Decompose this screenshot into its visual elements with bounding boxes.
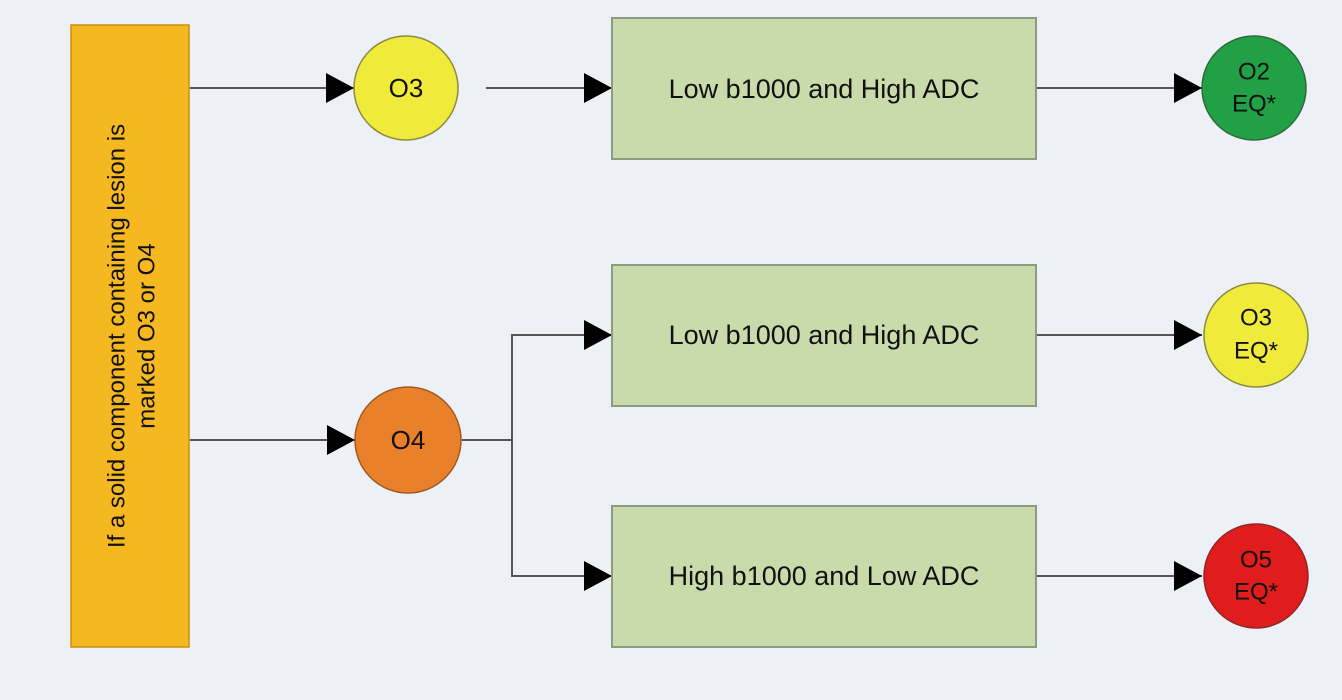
connector-o4-to-finding-a	[462, 320, 612, 441]
finding-box-o3-shape	[611, 17, 1037, 160]
finding-box-o4-b: High b1000 and Low ADC	[611, 505, 1037, 648]
node-o3-label: O3	[389, 73, 424, 103]
result-o5-line2: EQ*	[1234, 579, 1278, 606]
condition-box-shape	[70, 24, 190, 648]
condition-box: If a solid component containing lesion i…	[70, 24, 190, 648]
finding-box-o4-a: Low b1000 and High ADC	[611, 264, 1037, 407]
result-o2-line2: EQ*	[1232, 91, 1276, 118]
result-o5: O5 EQ*	[1203, 523, 1309, 629]
result-o2-line1: O2	[1238, 59, 1270, 86]
result-o3-line1: O3	[1240, 305, 1272, 332]
connectors	[190, 73, 1202, 591]
finding-box-o4-b-shape	[611, 505, 1037, 648]
finding-box-o4-a-label: Low b1000 and High ADC	[669, 320, 980, 350]
connector-o4-to-finding-b	[511, 440, 612, 591]
result-o2: O2 EQ*	[1201, 35, 1307, 141]
finding-box-o4-a-shape	[611, 264, 1037, 407]
finding-box-o3-label: Low b1000 and High ADC	[669, 74, 980, 104]
node-o4-label: O4	[391, 425, 426, 455]
finding-box-o4-b-label: High b1000 and Low ADC	[669, 561, 980, 591]
condition-text-line2: marked O3 or O4	[134, 243, 161, 428]
condition-text-line1: If a solid component containing lesion i…	[104, 124, 131, 548]
result-o3-circle	[1203, 282, 1309, 388]
result-o3: O3 EQ*	[1203, 282, 1309, 388]
result-o3-line2: EQ*	[1234, 338, 1278, 365]
node-o3: O3	[353, 35, 459, 141]
result-o5-circle	[1203, 523, 1309, 629]
finding-box-o3: Low b1000 and High ADC	[611, 17, 1037, 160]
node-o3-circle	[353, 35, 459, 141]
result-o2-circle	[1201, 35, 1307, 141]
node-o4-circle	[354, 386, 462, 494]
result-o5-line1: O5	[1240, 547, 1272, 574]
node-o4: O4	[354, 386, 462, 494]
